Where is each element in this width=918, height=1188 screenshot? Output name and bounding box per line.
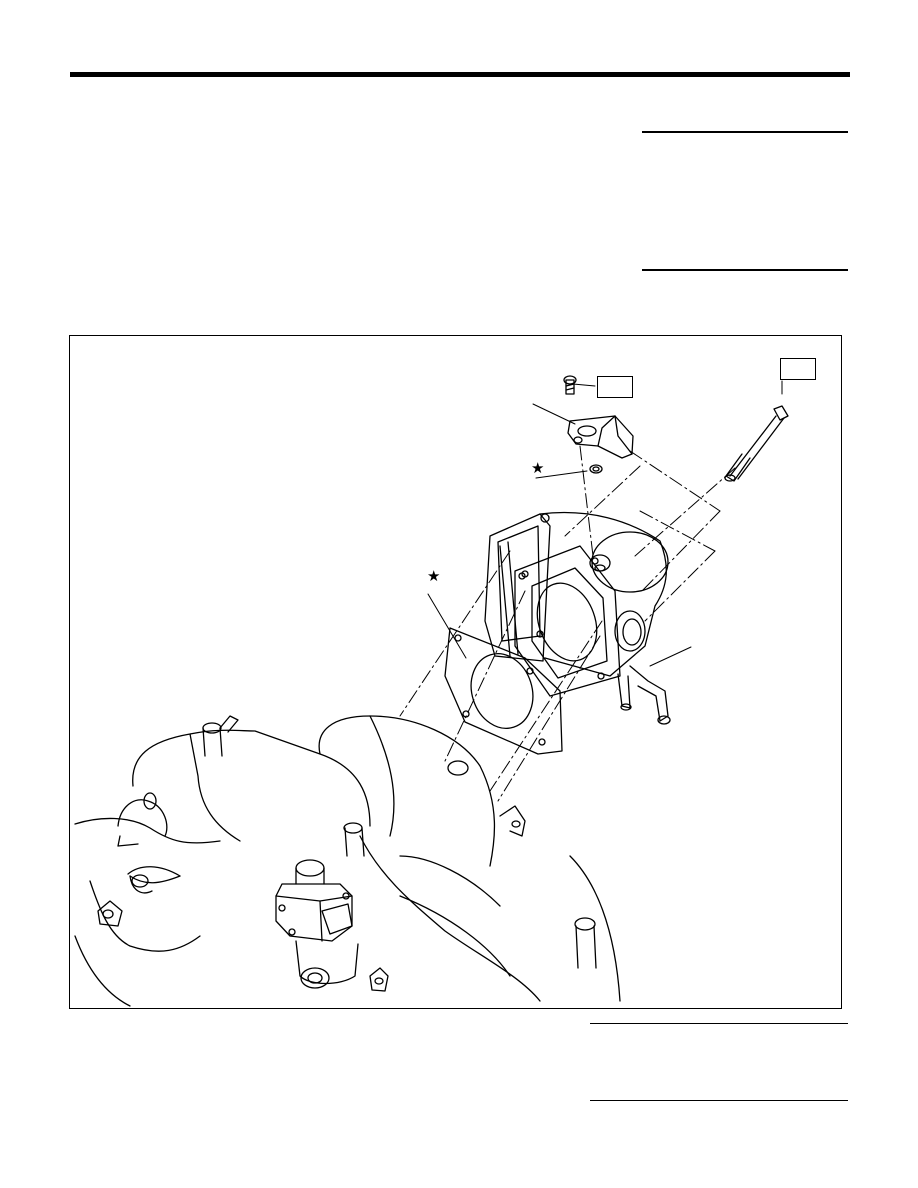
torque-callout-box-screw — [597, 376, 633, 398]
sensor-bracket — [567, 415, 634, 459]
leader-lines — [427, 380, 783, 667]
idle-air-control-valve — [275, 859, 359, 989]
legend-table-bottom-rule — [590, 1100, 848, 1101]
replace-part-star-o-ring: ★ — [531, 459, 545, 477]
legend-table-top-rule — [590, 1023, 848, 1024]
throttle-body-gasket — [444, 627, 563, 755]
screw — [563, 375, 577, 395]
header-rule — [70, 72, 850, 77]
replace-part-star-gasket: ★ — [427, 567, 441, 585]
throttle-body-diagram — [74, 375, 789, 1007]
torque-callout-box-bolt — [780, 358, 816, 380]
o-ring — [589, 464, 603, 474]
intake-manifold — [74, 715, 621, 1007]
long-bolt — [724, 405, 789, 482]
projection-lines — [399, 445, 736, 802]
exploded-view-figure: ★ ★ — [69, 335, 842, 1009]
spec-table-bottom-rule — [642, 269, 848, 271]
spec-table-top-rule — [642, 131, 848, 133]
throttle-body — [484, 511, 671, 725]
